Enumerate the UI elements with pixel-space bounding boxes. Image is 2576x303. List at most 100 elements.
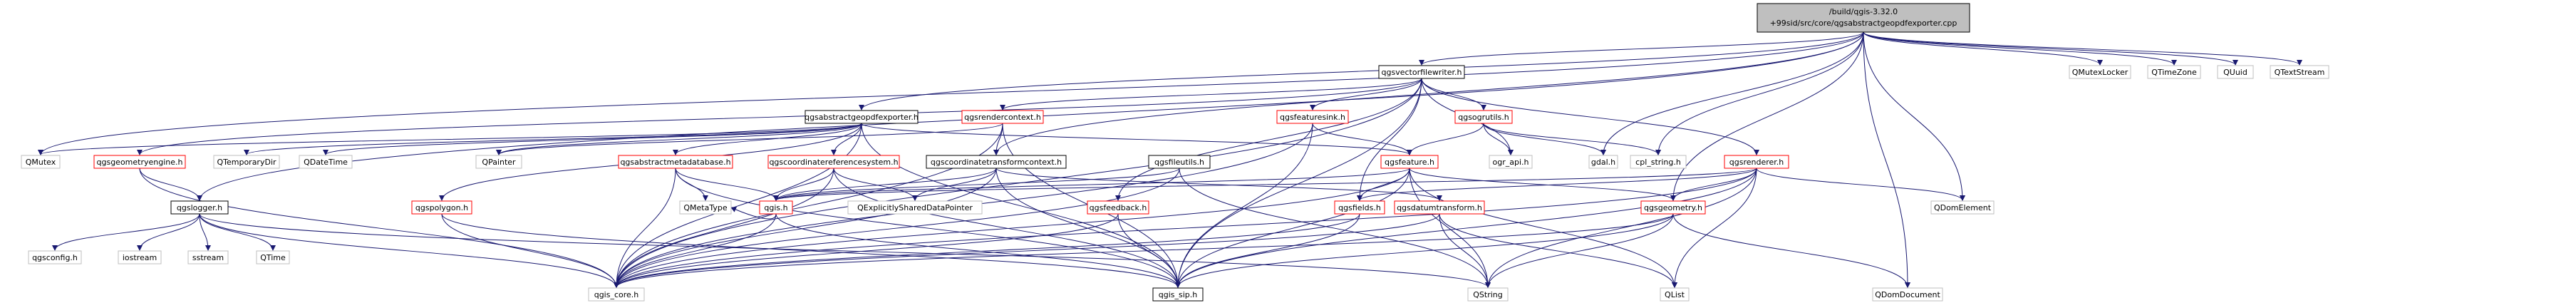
node-label-QList: QList [1665,290,1685,299]
node-QPainter: QPainter [475,155,522,169]
node-QTextStream: QTextStream [2270,65,2329,79]
node-QUuid: QUuid [2217,65,2254,79]
edge-qgsabstractgeopdfexporter-to-qgscoordinatereferencesystem [831,123,862,155]
edge-qgslogger-to-iostream [137,213,200,251]
node-box-qgsvectorfilewriter [1378,65,1465,79]
edge-root-to-QTextStream [1863,31,2302,66]
node-label-QExplicitlySharedDataPointer: QExplicitlySharedDataPointer [857,203,973,212]
edge-qgsrendercontext-to-qgis_core [614,123,1003,288]
edge-qgsgeometryengine-to-qgslogger [139,168,202,201]
node-qgsogrutils: qgsogrutils.h [1454,110,1513,124]
edge-qgsgeometry-to-qgis_core [614,213,1674,288]
node-ogr_api: ogr_api.h [1489,155,1533,169]
node-label-qgsfileutils: qgsfileutils.h [1154,158,1204,167]
node-box-qgsabstractmetadatabase [618,155,733,169]
node-qgspolygon: qgspolygon.h [411,200,472,215]
edge-qgsabstractgeopdfexporter-to-qgsabstractmetadatabase [673,123,862,155]
node-QExplicitlySharedDataPointer: QExplicitlySharedDataPointer [847,200,983,215]
edge-qgsabstractmetadatabase-to-qgis_core [614,168,676,288]
edge-qgsabstractmetadatabase-to-QMetaType [675,168,708,201]
edge-qgspolygon-to-qgis_core [441,213,619,288]
node-QDomDocument: QDomDocument [1872,287,1943,302]
node-QTemporaryDir: QTemporaryDir [213,155,280,169]
node-box-qgis_core [588,287,645,302]
node-qgsfields: qgsfields.h [1334,200,1385,215]
node-label-qgsabstractmetadatabase: qgsabstractmetadatabase.h [620,158,730,167]
edge-qgsfeature-to-QString [1409,168,1491,288]
node-box-QList [1660,287,1690,302]
node-label-qgsdatumtransform: qgsdatumtransform.h [1397,203,1482,212]
edge-root-to-QMutex [38,31,1864,155]
edge-qgsogrutils-to-cpl_string [1483,123,1661,155]
node-QMutexLocker: QMutexLocker [2069,65,2131,79]
node-qgsfileutils: qgsfileutils.h [1148,155,1211,169]
edge-qgsfileutils-to-qgis_core [614,168,1180,288]
node-box-qgsfeedback [1087,200,1149,215]
node-qgis: qgis.h [759,200,793,215]
node-label-qgsabstractgeopdfexporter: qgsabstractgeopdfexporter.h [805,113,919,122]
node-qgsabstractmetadatabase: qgsabstractmetadatabase.h [618,155,733,169]
edge-qgsfileutils-to-qgis [773,168,1180,201]
node-label-qgsconfig: qgsconfig.h [32,253,78,262]
node-box-qgis [759,200,793,215]
edge-qgsabstractgeopdfexporter-to-QPainter [496,123,862,155]
edge-qgslogger-to-sstream [199,213,211,251]
node-label-QTextStream: QTextStream [2275,68,2325,77]
node-qgscoordinatetransformcontext: qgscoordinatetransformcontext.h [926,155,1067,169]
edge-qgsabstractgeopdfexporter-to-qgis_sip [861,123,1181,288]
node-box-qgsdatumtransform [1394,200,1485,215]
node-box-qgsfileutils [1148,155,1211,169]
node-qgsfeedback: qgsfeedback.h [1087,200,1149,215]
node-sstream: sstream [187,250,229,265]
node-box-QUuid [2217,65,2254,79]
edge-qgsabstractgeopdfexporter-to-qgsfeature [861,123,1412,155]
edge-qgsabstractmetadatabase-to-qgis [675,168,779,201]
edge-root-to-QTimeZone [1863,31,2177,66]
node-box-qgis_sip [1152,287,1204,302]
edge-root-to-cpl_string [1655,31,1864,155]
node-label-ogr_api: ogr_api.h [1493,158,1529,167]
node-label-qgis: qgis.h [764,203,787,212]
edge-qgis-to-qgis_core [614,213,777,288]
edge-qgscoordinatereferencesystem-to-qgis_sip [833,168,1181,288]
edge-qgsrenderer-to-QDomElement [1756,168,1965,201]
node-gdal: gdal.h [1588,155,1618,169]
edge-qgsfileutils-to-QString [1179,168,1491,288]
node-label-QMutexLocker: QMutexLocker [2072,68,2128,77]
node-box-qgspolygon [411,200,472,215]
node-cpl_string: cpl_string.h [1630,155,1687,169]
node-qgsrenderer: qgsrenderer.h [1724,155,1789,169]
edge-qgsvectorfilewriter-to-qgsfeaturesink [1310,78,1422,111]
node-qgis_core: qgis_core.h [588,287,645,302]
edge-qgsfeature-to-qgis [773,168,1410,201]
node-label-QTemporaryDir: QTemporaryDir [217,158,276,167]
edge-qgsogrutils-to-qgsfeature [1407,123,1484,155]
edge-qgsvectorfilewriter-to-qgsrendercontext [1000,78,1422,111]
node-QDomElement: QDomElement [1930,200,1995,215]
node-label-qgsrendercontext: qgsrendercontext.h [964,113,1041,122]
node-label-qgsgeometryengine: qgsgeometryengine.h [97,158,183,167]
edge-root-to-QDomElement [1863,31,1965,201]
node-label-sstream: sstream [192,253,224,262]
edge-root-to-gdal [1600,31,1864,155]
edge-qgsabstractgeopdfexporter-to-QDateTime [323,123,862,155]
edge-qgspolygon-to-qgis_sip [441,213,1181,288]
edge-qgis-to-qgis_sip [775,213,1181,288]
node-QTime: QTime [256,250,290,265]
node-label-qgscoordinatetransformcontext: qgscoordinatetransformcontext.h [931,158,1062,167]
node-qgsfeaturesink: qgsfeaturesink.h [1276,110,1349,124]
node-qgslogger: qgslogger.h [170,200,229,215]
node-label-gdal: gdal.h [1591,158,1615,167]
node-box-qgsabstractgeopdfexporter [805,110,919,124]
edge-root-to-qgsgeometry [1670,31,1864,201]
node-label-iostream: iostream [123,253,157,262]
node-label-cpl_string: cpl_string.h [1635,158,1681,167]
node-label-QMetaType: QMetaType [683,203,727,212]
node-box-qgsogrutils [1454,110,1513,124]
node-box-qgsfeature [1380,155,1439,169]
node-box-qgslogger [170,200,229,215]
edge-qgsfeedback-to-qgis_core [614,213,1119,288]
node-QDateTime: QDateTime [299,155,353,169]
node-box-QDateTime [299,155,353,169]
edge-qgsfeature-to-qgis_core [614,168,1410,288]
